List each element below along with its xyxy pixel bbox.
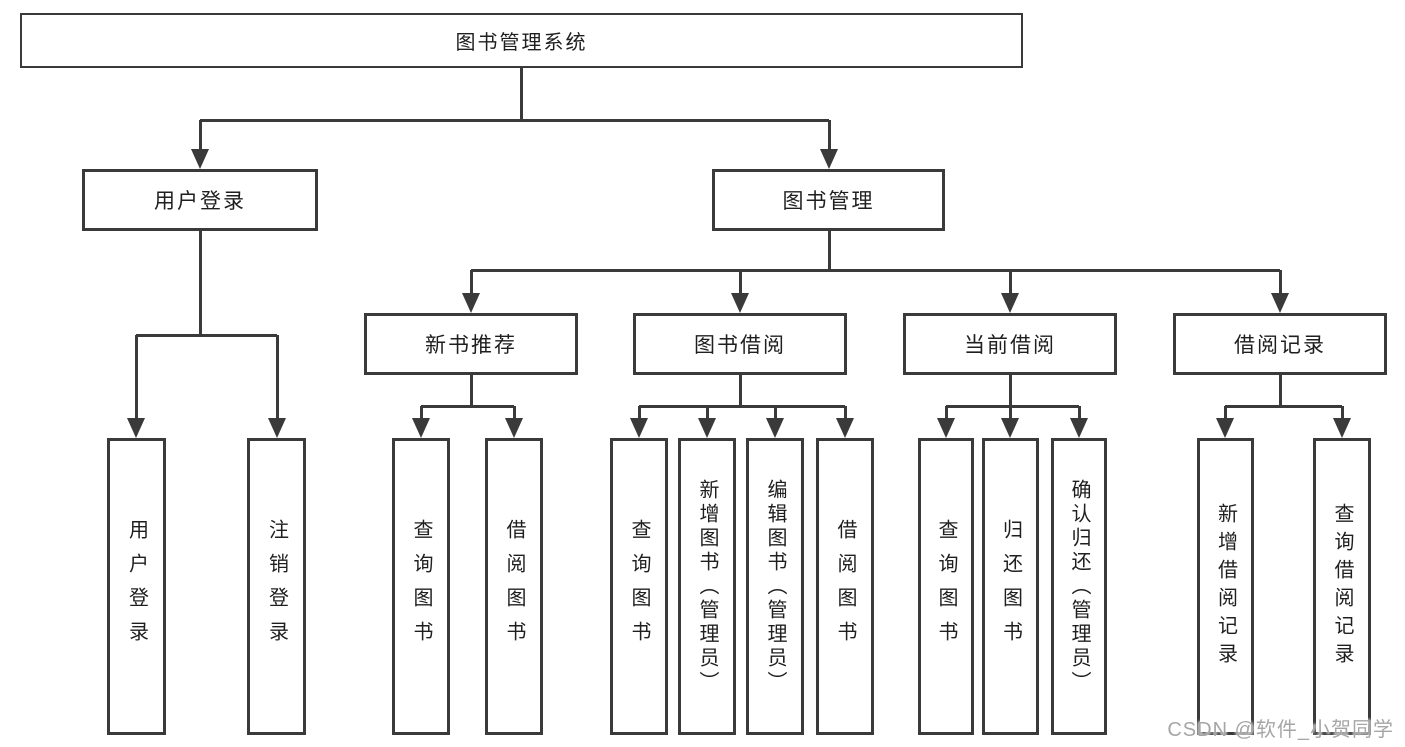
connector-line [471,268,1280,272]
watermark: CSDN @软件_小贺同学 [1167,719,1394,741]
node-book-borrow-label: 图书借阅 [694,334,786,357]
leaf-query-book-2: 查询图书 [610,438,668,735]
arrow-head-icon [127,418,145,438]
connector-line [946,404,1079,408]
leaf-query-book-2-label: 查询图书 [628,518,650,655]
arrow-down [937,406,955,438]
arrow-down [1001,270,1019,313]
arrow-head-icon [1271,293,1289,313]
arrow-head-icon [820,149,838,169]
arrow-head-icon [191,149,209,169]
connector-line [827,231,831,270]
arrow-down [836,406,854,438]
arrow-head-icon [1001,418,1019,438]
connector-line [1225,404,1342,408]
node-book-mgmt-label: 图书管理 [782,190,875,213]
leaf-query-book-1-label: 查询图书 [410,518,432,655]
connector-line [1278,375,1282,406]
arrow-down [191,120,209,169]
connector-line [639,404,845,408]
node-root-label: 图书管理系统 [455,32,588,54]
leaf-borrow-book-2-label: 借阅图书 [834,518,856,655]
leaf-borrow-book-1-label: 借阅图书 [503,518,525,655]
arrow-down [766,406,784,438]
connector-line [469,375,473,406]
arrow-down [1070,406,1088,438]
node-borrow-records: 借阅记录 [1173,313,1387,375]
arrow-head-icon [1001,293,1019,313]
arrow-down [1271,270,1289,313]
leaf-add-book-label: 新增图书（管理员） [696,478,718,695]
arrow-head-icon [412,418,430,438]
arrow-head-icon [698,418,716,438]
arrow-down [1001,406,1019,438]
arrow-down [820,120,838,169]
leaf-query-record-label: 查询借阅记录 [1331,502,1353,671]
arrow-down [268,335,286,438]
arrow-down [1333,406,1351,438]
node-new-book-rec: 新书推荐 [364,313,578,375]
leaf-user-login: 用户登录 [107,438,166,735]
leaf-user-login-label: 用户登录 [125,518,148,655]
arrow-head-icon [268,418,286,438]
arrow-head-icon [937,418,955,438]
node-root: 图书管理系统 [20,13,1023,68]
arrow-head-icon [1070,418,1088,438]
node-new-book-rec-label: 新书推荐 [425,334,517,357]
node-current-borrow: 当前借阅 [903,313,1117,375]
leaf-query-record: 查询借阅记录 [1313,438,1371,735]
arrow-head-icon [630,418,648,438]
leaf-confirm-return-label: 确认归还（管理员） [1068,478,1090,695]
arrow-down [731,270,749,313]
leaf-query-book-1: 查询图书 [392,438,450,735]
connector-line [421,404,514,408]
arrow-head-icon [766,418,784,438]
leaf-return-book: 归还图书 [982,438,1039,735]
node-borrow-records-label: 借阅记录 [1234,334,1326,357]
leaf-edit-book-label: 编辑图书（管理员） [764,478,786,695]
arrow-down [505,406,523,438]
node-book-borrow: 图书借阅 [633,313,847,375]
arrow-down [630,406,648,438]
connector-line [519,68,523,120]
arrow-head-icon [1216,418,1234,438]
connector-line [200,118,829,122]
leaf-query-book-3-label: 查询图书 [935,518,957,655]
leaf-borrow-book-1: 借阅图书 [485,438,543,735]
node-user-login: 用户登录 [82,169,318,231]
leaf-edit-book: 编辑图书（管理员） [746,438,804,735]
connector-line [1008,375,1012,406]
arrow-down [412,406,430,438]
arrow-head-icon [505,418,523,438]
connector-line [198,231,202,335]
arrow-head-icon [836,418,854,438]
node-user-login-label: 用户登录 [154,190,246,213]
arrow-head-icon [731,293,749,313]
leaf-logout-label: 注销登录 [265,518,288,655]
leaf-add-record-label: 新增借阅记录 [1214,502,1237,671]
connector-line [738,375,742,406]
leaf-borrow-book-2: 借阅图书 [816,438,874,735]
arrow-down [1216,406,1234,438]
arrow-down [698,406,716,438]
arrow-down [127,335,145,438]
leaf-return-book-label: 归还图书 [999,518,1022,655]
arrow-head-icon [462,293,480,313]
node-book-mgmt: 图书管理 [712,169,945,231]
leaf-confirm-return: 确认归还（管理员） [1051,438,1107,735]
arrow-head-icon [1333,418,1351,438]
leaf-add-book: 新增图书（管理员） [678,438,736,735]
leaf-add-record: 新增借阅记录 [1197,438,1254,735]
connector-line [136,333,277,337]
leaf-query-book-3: 查询图书 [918,438,974,735]
leaf-logout: 注销登录 [247,438,306,735]
arrow-down [462,270,480,313]
node-current-borrow-label: 当前借阅 [964,334,1056,357]
